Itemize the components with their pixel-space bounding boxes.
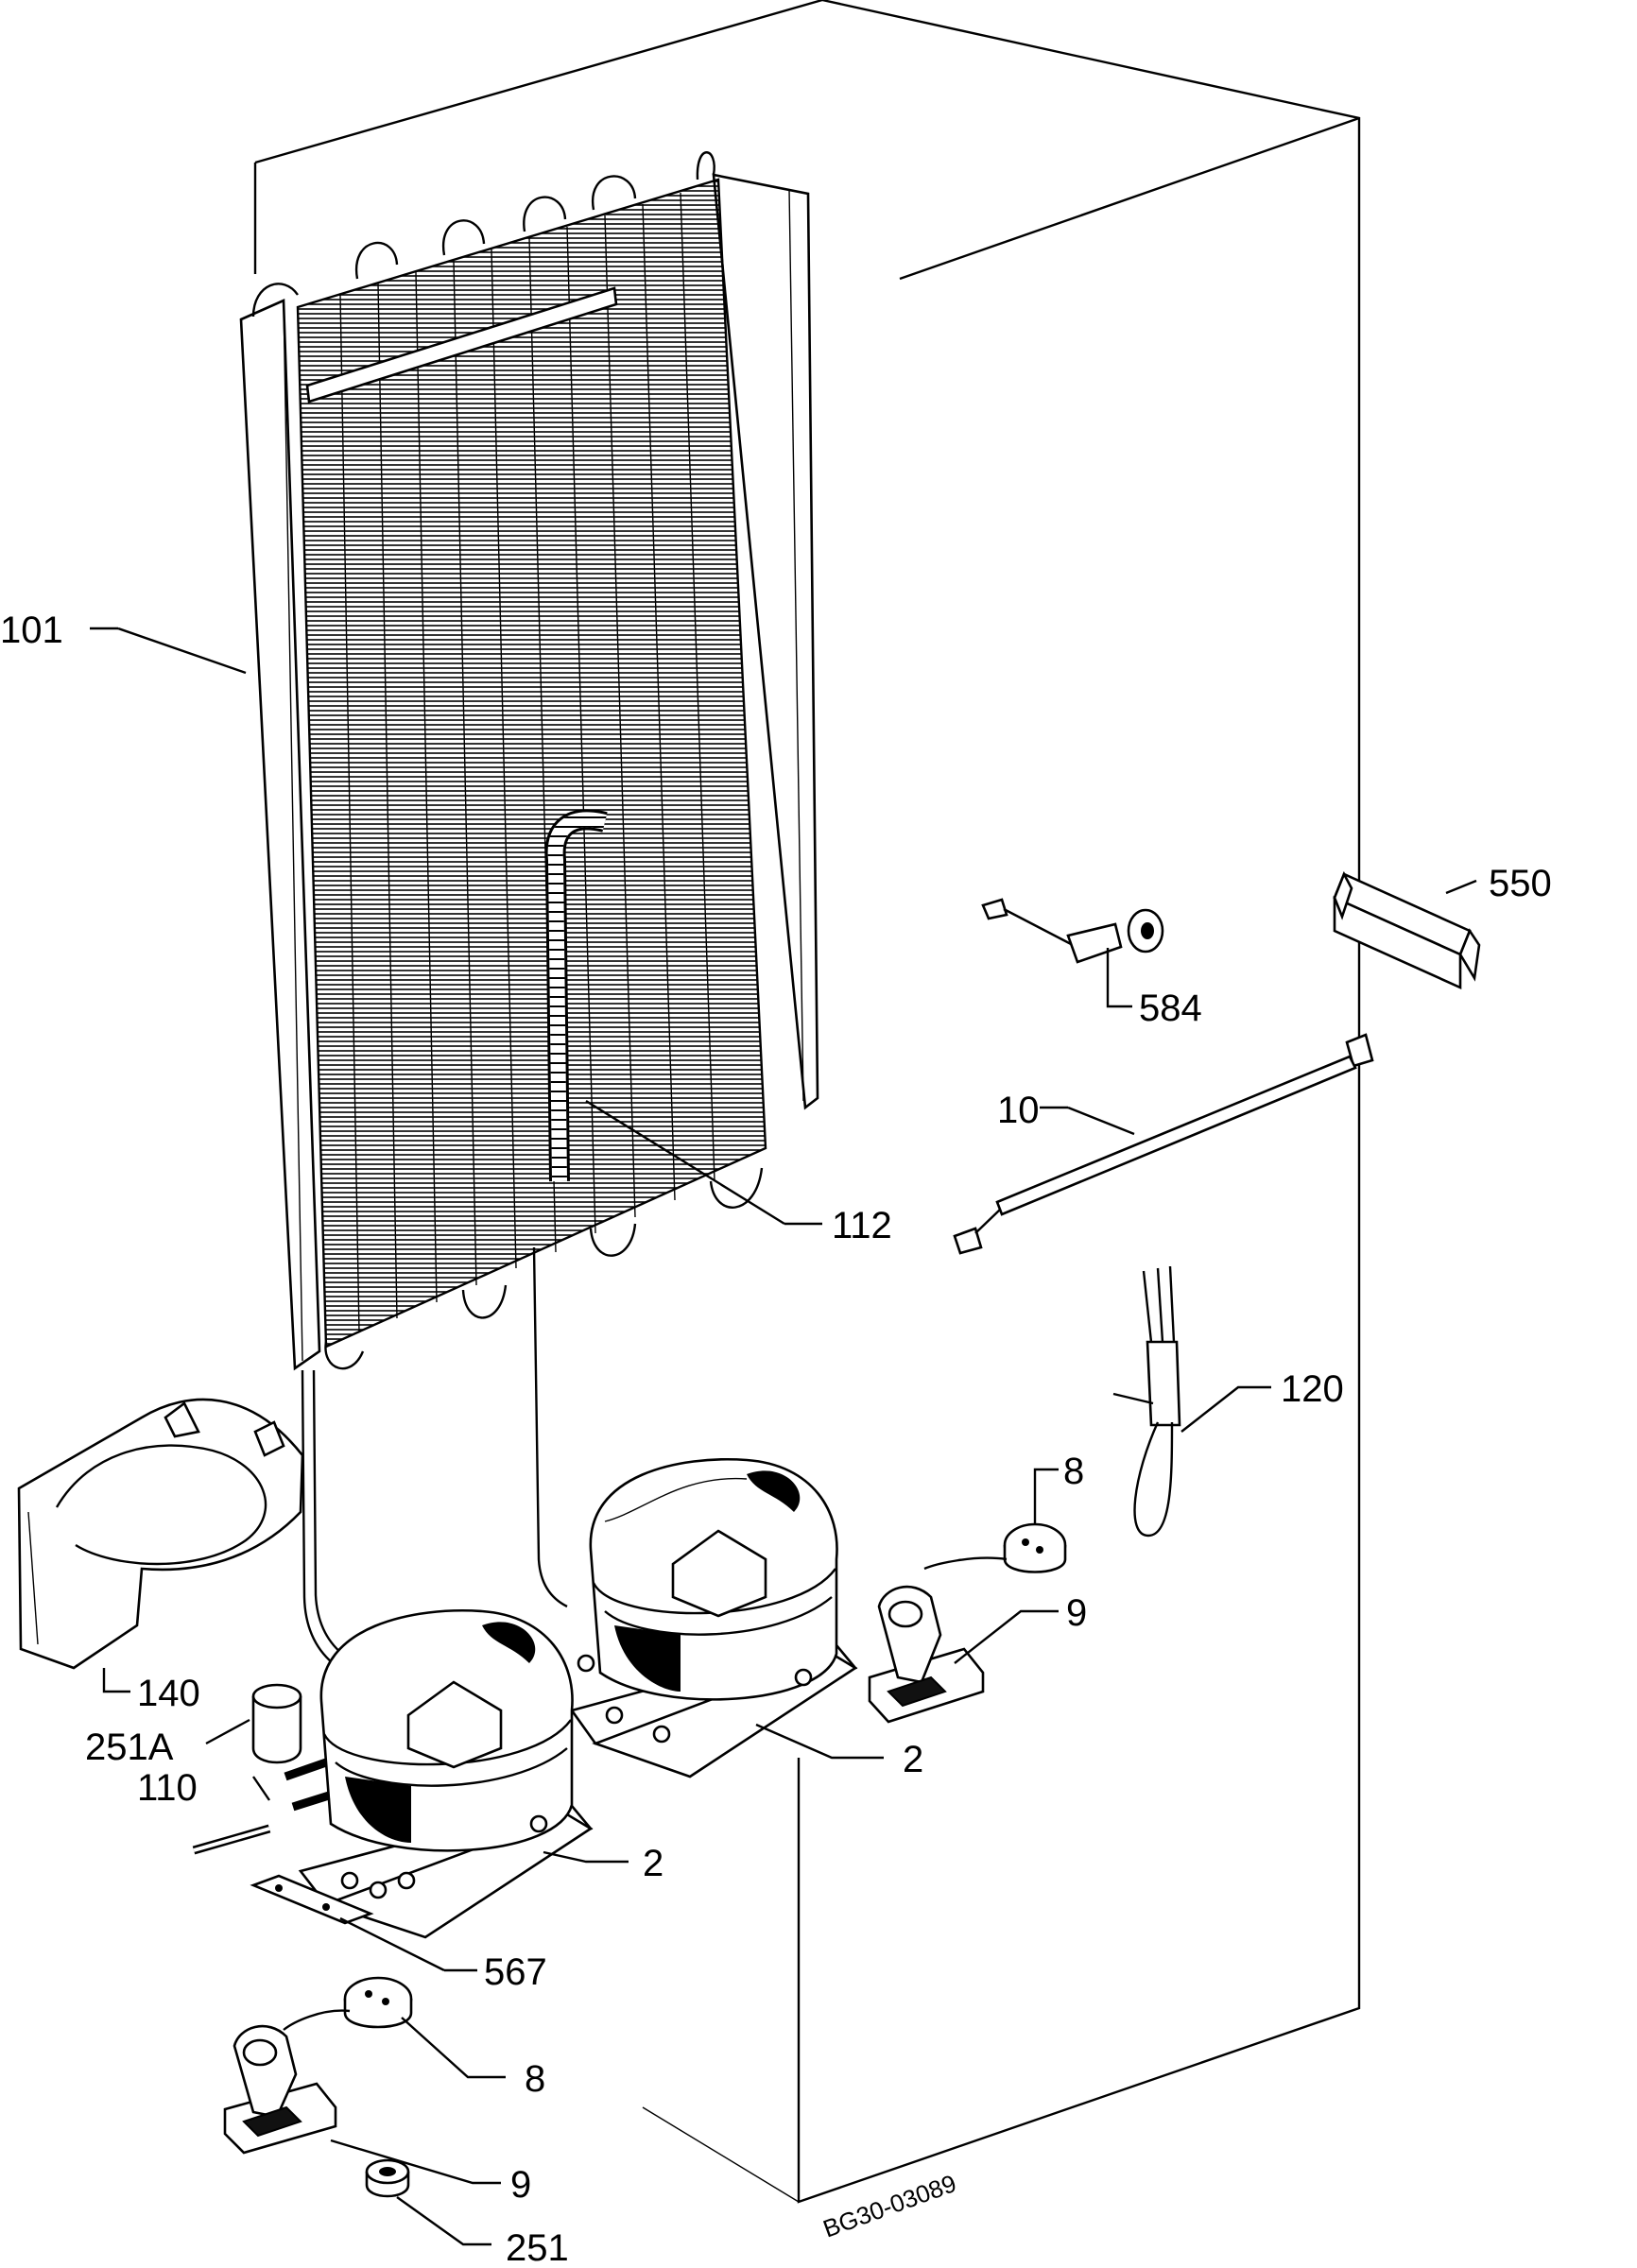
mounting-plate <box>250 1874 374 1925</box>
grommet <box>365 2158 410 2198</box>
leader-lines <box>90 627 1477 2246</box>
heater-rod <box>953 1033 1374 1255</box>
drawing-code: BG30-03089 <box>819 2169 960 2243</box>
cable-clamp-upper <box>868 1585 985 1724</box>
start-relay-lower <box>283 1976 413 2031</box>
callout-8-upper: 8 <box>1063 1451 1084 1492</box>
callout-9-lower: 9 <box>510 2164 531 2206</box>
callout-251: 251 <box>506 2227 569 2268</box>
callout-550: 550 <box>1489 863 1552 904</box>
thermal-overload <box>981 898 1164 964</box>
drier-tube <box>544 809 608 1182</box>
start-relay-upper <box>923 1522 1067 1573</box>
connector-pin <box>192 1824 271 1855</box>
callout-140: 140 <box>137 1673 200 1714</box>
cable-clamp-lower <box>223 2024 337 2155</box>
callout-120: 120 <box>1281 1368 1344 1410</box>
condenser <box>239 151 819 1664</box>
callout-8-lower: 8 <box>525 2058 545 2100</box>
callout-2-left: 2 <box>643 1843 663 1884</box>
compressor-lower <box>284 1609 594 1939</box>
temperature-sensor <box>1112 1265 1181 1538</box>
callout-112: 112 <box>832 1205 892 1246</box>
callout-567: 567 <box>484 1951 547 1993</box>
rubber-sleeve <box>251 1683 302 1764</box>
callout-2-right: 2 <box>903 1739 923 1780</box>
callout-9-upper: 9 <box>1066 1592 1087 1634</box>
compressor-upper <box>569 1458 858 1778</box>
callout-110: 110 <box>137 1767 198 1809</box>
callout-584: 584 <box>1139 988 1202 1029</box>
drip-tray <box>17 1398 304 1670</box>
callout-251A: 251A <box>85 1727 174 1768</box>
callout-101: 101 <box>0 610 63 651</box>
callout-10: 10 <box>997 1090 1040 1131</box>
u-bracket <box>1333 870 1481 990</box>
